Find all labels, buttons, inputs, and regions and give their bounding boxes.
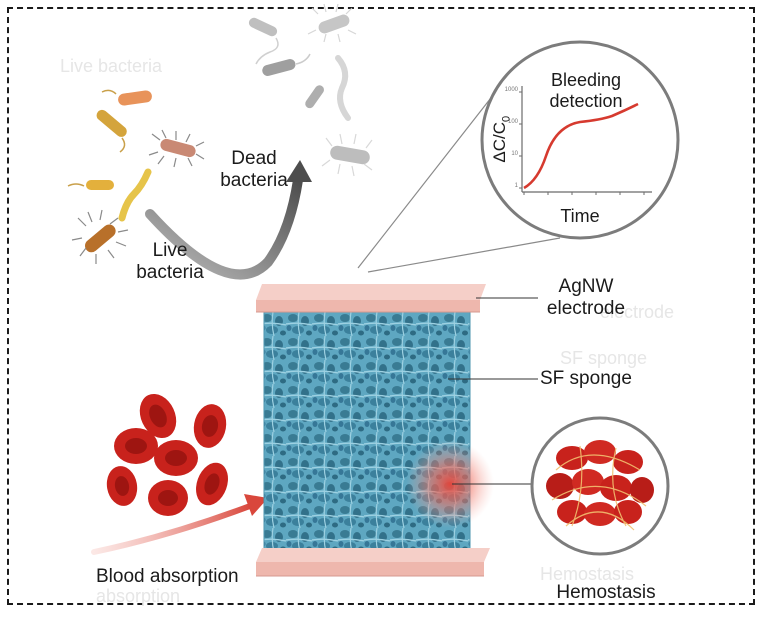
sf-sponge-block bbox=[263, 301, 494, 553]
ghost-electrode: electrode bbox=[600, 302, 675, 322]
inset-y-tick-label: 10 bbox=[511, 151, 518, 157]
dead-bacterium-icon bbox=[307, 3, 357, 43]
hemostasis-label: Hemostasis bbox=[556, 582, 656, 603]
live-bacteria-label: Live bacteria bbox=[136, 240, 204, 283]
live-bacteria-group bbox=[67, 89, 205, 264]
dead-bacterium-icon bbox=[305, 85, 324, 109]
bacterium-icon bbox=[67, 180, 114, 190]
inset-y-ticks bbox=[519, 91, 522, 189]
bacterium-icon bbox=[96, 109, 127, 153]
inset-x-ticks bbox=[523, 192, 645, 195]
dead-bacterium-icon bbox=[248, 17, 279, 65]
top-electrode bbox=[256, 284, 486, 313]
bleeding-spot bbox=[406, 440, 494, 528]
sf-sponge-label: SF sponge bbox=[540, 368, 632, 389]
bleeding-curve bbox=[523, 102, 639, 190]
inset-y-tick-label: 1 bbox=[514, 183, 518, 189]
zoom-line-upper bbox=[357, 93, 495, 269]
blood-clot-cluster bbox=[546, 440, 654, 531]
hemostasis-circle bbox=[530, 416, 670, 556]
dead-bacterium-icon bbox=[262, 53, 311, 76]
blood-absorption-label: Blood absorption bbox=[96, 566, 239, 587]
dead-bacteria-label: Dead bacteria bbox=[220, 148, 288, 191]
dashed-border bbox=[7, 7, 755, 605]
inset-title: Bleeding detection bbox=[549, 70, 623, 111]
dead-bacterium-icon bbox=[321, 133, 373, 177]
inset-y-tick-label: 1000 bbox=[504, 87, 518, 93]
bacterium-icon bbox=[118, 168, 152, 222]
zoom-line-lower bbox=[367, 237, 561, 273]
curved-arrow-icon bbox=[145, 160, 312, 280]
inset-y-tick-label: 100 bbox=[507, 119, 518, 125]
ghost-live-bacteria: Live bacteria bbox=[60, 56, 163, 76]
red-blood-cells-group bbox=[106, 393, 228, 516]
bacterium-icon bbox=[148, 129, 205, 168]
dead-bacteria-group bbox=[248, 3, 373, 177]
bleeding-detection-inset bbox=[480, 40, 680, 240]
inset-x-label: Time bbox=[560, 206, 600, 226]
dead-bacterium-icon bbox=[335, 55, 351, 121]
bottom-electrode bbox=[256, 548, 490, 577]
ghost-sf-sponge: SF sponge bbox=[560, 348, 648, 368]
agnw-electrode-label: AgNW electrode bbox=[546, 276, 626, 319]
bacterium-icon bbox=[71, 209, 129, 264]
absorption-arrow-icon bbox=[91, 494, 268, 555]
ghost-absorption: absorption bbox=[96, 586, 181, 606]
bacterium-icon bbox=[101, 89, 152, 106]
ghost-hemostasis: Hemostasis bbox=[540, 564, 635, 584]
